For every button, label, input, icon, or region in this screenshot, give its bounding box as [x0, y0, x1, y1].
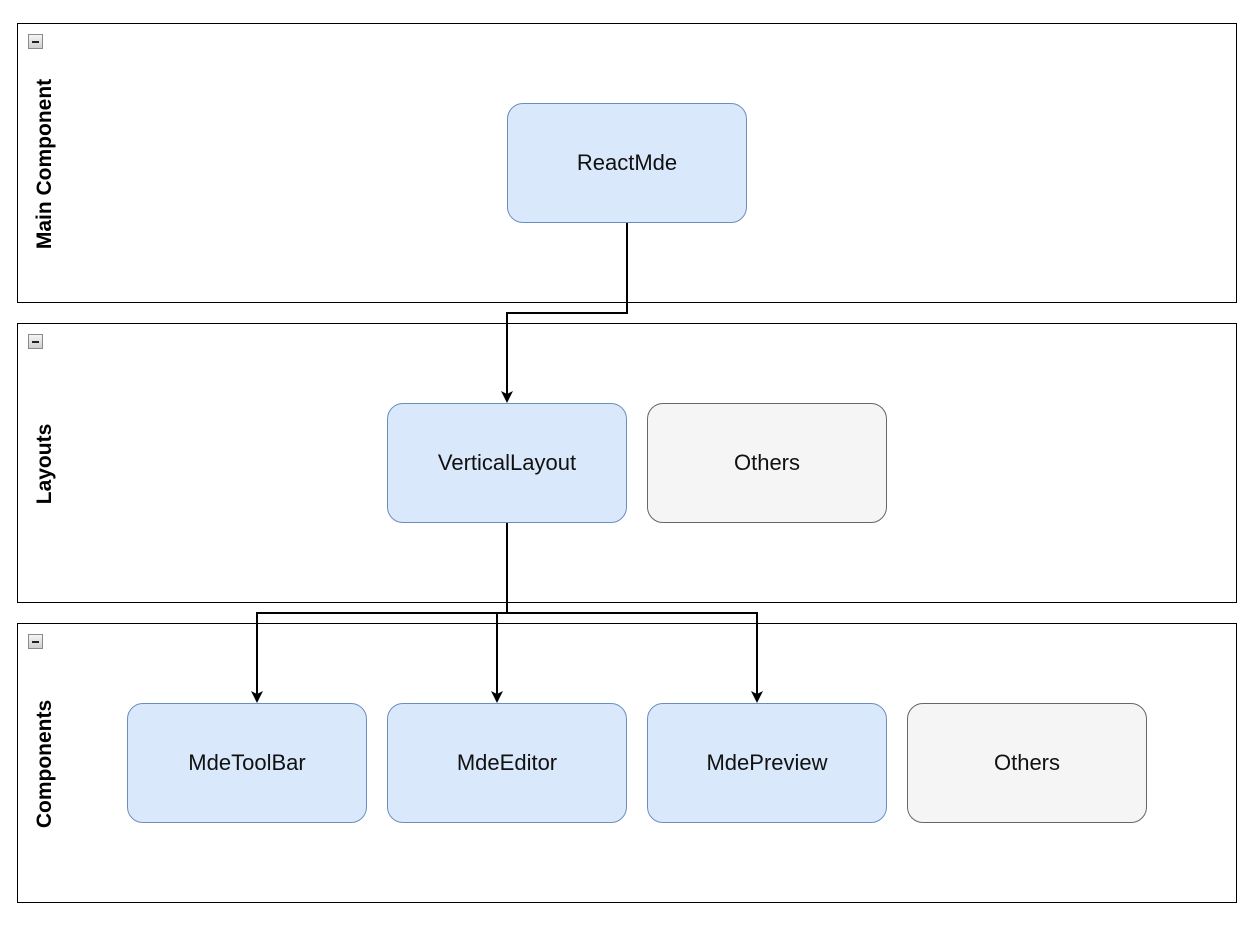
node-vertical-layout[interactable]: VerticalLayout	[387, 403, 627, 523]
node-layouts-others[interactable]: Others	[647, 403, 887, 523]
node-mde-preview[interactable]: MdePreview	[647, 703, 887, 823]
node-react-mde[interactable]: ReactMde	[507, 103, 747, 223]
lane-title-layouts: Layouts	[33, 423, 56, 505]
node-mde-editor[interactable]: MdeEditor	[387, 703, 627, 823]
node-mde-toolbar[interactable]: MdeToolBar	[127, 703, 367, 823]
lane-title-main-component: Main Component	[33, 78, 56, 250]
lane-title-components: Components	[33, 699, 56, 829]
node-components-others[interactable]: Others	[907, 703, 1147, 823]
collapse-icon[interactable]	[28, 634, 43, 649]
lane-layouts: Layouts	[17, 323, 1237, 603]
collapse-icon[interactable]	[28, 334, 43, 349]
collapse-icon[interactable]	[28, 34, 43, 49]
